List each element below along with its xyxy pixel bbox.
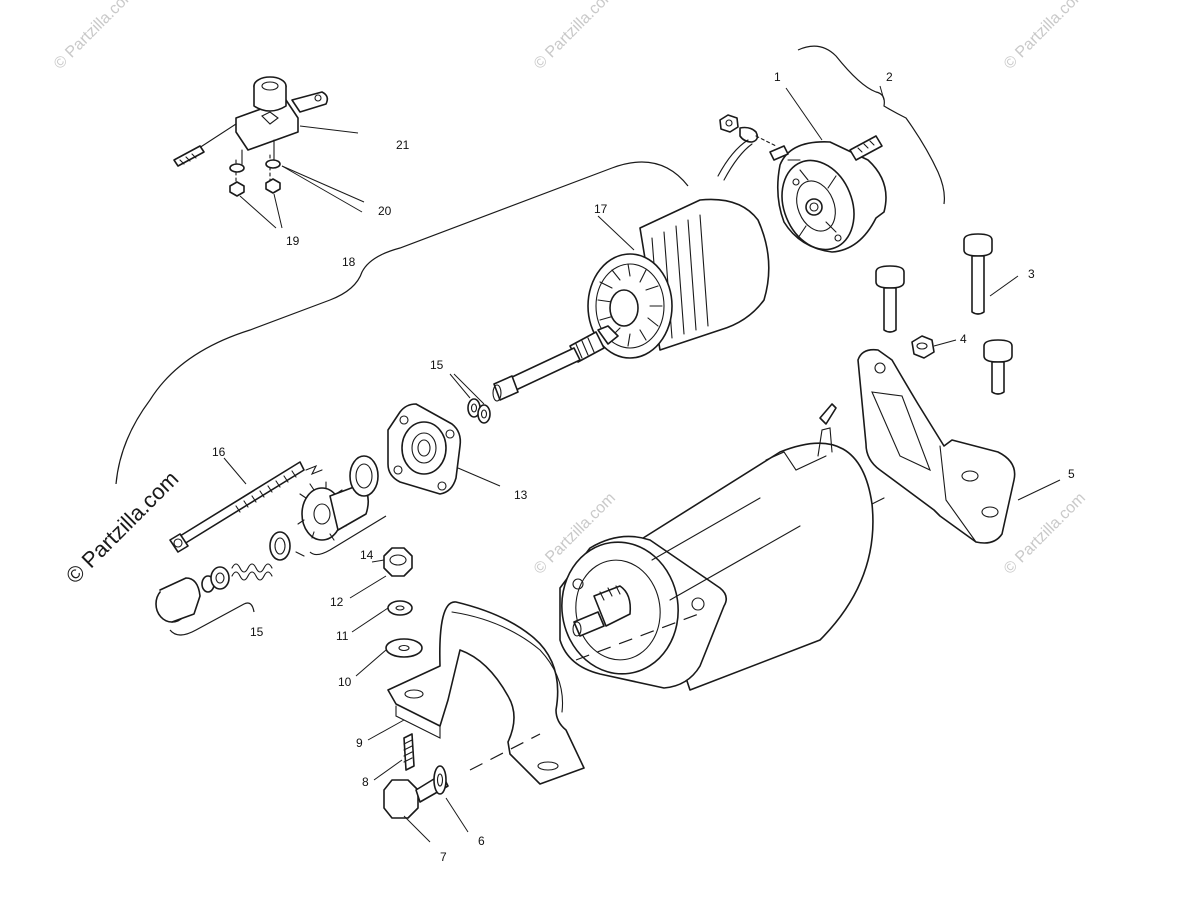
callout-6: 6 xyxy=(478,834,485,848)
thrust-washers xyxy=(467,398,491,424)
mounting-bolts xyxy=(875,233,1013,395)
callout-1: 1 xyxy=(774,70,781,84)
mounting-hardware-small xyxy=(383,547,423,658)
drive-end-housing xyxy=(387,403,462,495)
watermark-right: © Partzilla.com xyxy=(1001,490,1089,578)
callout-4: 4 xyxy=(960,332,967,346)
callout-3: 3 xyxy=(1028,267,1035,281)
callout-13: 13 xyxy=(514,488,528,502)
callout-11: 11 xyxy=(336,629,349,643)
callout-7: 7 xyxy=(440,850,447,864)
terminal-nut-and-wire xyxy=(717,114,777,181)
callout-16: 16 xyxy=(212,445,226,459)
solenoid-assembly xyxy=(173,76,329,197)
watermark-main: © Partzilla.com xyxy=(61,466,184,589)
callout-2: 2 xyxy=(886,70,893,84)
callout-17: 17 xyxy=(594,202,608,216)
callout-20: 20 xyxy=(378,204,392,218)
callout-21: 21 xyxy=(396,138,410,152)
callout-12: 12 xyxy=(330,595,344,609)
end-cover xyxy=(769,135,887,253)
bolt-washer-stud xyxy=(383,733,449,819)
support-bracket xyxy=(857,348,1016,544)
pinion-drive xyxy=(155,455,379,623)
callout-8: 8 xyxy=(362,775,369,789)
watermark-top-center: © Partzilla.com xyxy=(531,0,619,73)
starter-motor xyxy=(559,403,885,691)
callout-5: 5 xyxy=(1068,467,1075,481)
callout-9: 9 xyxy=(356,736,363,750)
callout-19: 19 xyxy=(286,234,300,248)
callout-14: 14 xyxy=(360,548,374,562)
mounting-bracket xyxy=(387,601,585,785)
callout-15-drive: 15 xyxy=(250,625,264,639)
callout-15-washers: 15 xyxy=(430,358,444,372)
watermark-top-left: © Partzilla.com xyxy=(51,0,139,73)
callout-10: 10 xyxy=(338,675,352,689)
watermark-top-right: © Partzilla.com xyxy=(1001,0,1089,73)
armature xyxy=(492,198,770,402)
through-bolt xyxy=(169,461,305,553)
callout-18: 18 xyxy=(342,255,356,269)
